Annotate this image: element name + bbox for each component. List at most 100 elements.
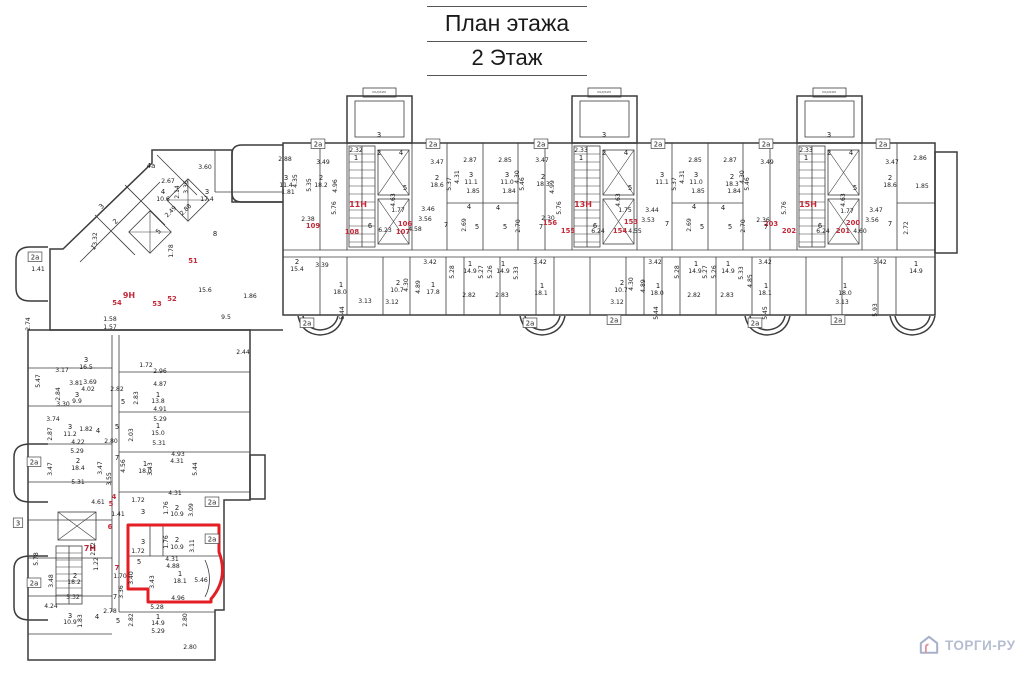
svg-text:7: 7 bbox=[665, 220, 669, 228]
svg-text:2.78: 2.78 bbox=[103, 608, 117, 615]
svg-text:1.76: 1.76 bbox=[163, 501, 170, 515]
svg-text:1: 1 bbox=[764, 282, 768, 290]
svg-text:3: 3 bbox=[469, 171, 473, 179]
svg-text:2.33: 2.33 bbox=[574, 147, 588, 154]
svg-text:5: 5 bbox=[503, 223, 507, 231]
svg-text:154: 154 bbox=[613, 227, 627, 235]
svg-text:4.31: 4.31 bbox=[168, 490, 182, 497]
svg-text:3.43: 3.43 bbox=[147, 462, 154, 476]
svg-text:15Н: 15Н bbox=[799, 200, 817, 209]
svg-text:2.88: 2.88 bbox=[179, 203, 194, 218]
svg-text:3: 3 bbox=[377, 131, 381, 139]
svg-text:18.1: 18.1 bbox=[534, 290, 548, 297]
svg-text:2: 2 bbox=[175, 536, 179, 544]
svg-text:1.75: 1.75 bbox=[618, 207, 632, 214]
svg-text:лоджия: лоджия bbox=[372, 90, 386, 94]
svg-text:2.70: 2.70 bbox=[740, 219, 747, 233]
svg-text:4: 4 bbox=[95, 613, 99, 621]
svg-text:5.46: 5.46 bbox=[194, 577, 208, 584]
svg-text:1.76: 1.76 bbox=[163, 535, 170, 549]
svg-text:2: 2 bbox=[76, 457, 80, 465]
svg-text:3.46: 3.46 bbox=[421, 206, 435, 213]
svg-text:5.37: 5.37 bbox=[671, 177, 678, 191]
svg-text:54: 54 bbox=[112, 299, 122, 307]
svg-text:4.31: 4.31 bbox=[454, 170, 461, 184]
svg-text:3.60: 3.60 bbox=[198, 164, 212, 171]
svg-text:2а: 2а bbox=[762, 141, 771, 149]
svg-text:5: 5 bbox=[403, 184, 407, 192]
svg-text:2.87: 2.87 bbox=[723, 157, 737, 164]
svg-text:2.87: 2.87 bbox=[47, 427, 54, 441]
svg-text:3: 3 bbox=[68, 423, 72, 431]
svg-text:1.72: 1.72 bbox=[139, 362, 153, 369]
svg-text:2.80: 2.80 bbox=[104, 438, 118, 445]
svg-text:107: 107 bbox=[396, 228, 410, 236]
svg-text:16.5: 16.5 bbox=[79, 364, 93, 371]
svg-text:3.49: 3.49 bbox=[760, 159, 774, 166]
svg-text:3.55: 3.55 bbox=[106, 472, 113, 486]
svg-text:5.35: 5.35 bbox=[306, 178, 313, 192]
svg-text:2: 2 bbox=[73, 572, 77, 580]
svg-text:9.5: 9.5 bbox=[221, 314, 231, 321]
svg-text:2а: 2а bbox=[429, 141, 438, 149]
svg-text:2а: 2а bbox=[208, 536, 217, 544]
svg-text:1: 1 bbox=[468, 260, 472, 268]
svg-text:3.30: 3.30 bbox=[56, 401, 70, 408]
svg-text:2.32: 2.32 bbox=[349, 147, 363, 154]
svg-text:1.58: 1.58 bbox=[103, 316, 117, 323]
svg-text:3: 3 bbox=[205, 188, 209, 196]
svg-text:3: 3 bbox=[97, 202, 106, 211]
svg-text:11Н: 11Н bbox=[349, 200, 367, 209]
svg-text:14.9: 14.9 bbox=[909, 268, 923, 275]
svg-text:1.22: 1.22 bbox=[93, 557, 100, 571]
svg-text:3.13: 3.13 bbox=[835, 299, 849, 306]
svg-text:1.41: 1.41 bbox=[31, 266, 45, 273]
svg-text:2.33: 2.33 bbox=[799, 147, 813, 154]
svg-text:3.81: 3.81 bbox=[69, 380, 83, 387]
svg-text:1: 1 bbox=[156, 422, 160, 430]
svg-text:13.8: 13.8 bbox=[151, 398, 165, 405]
svg-text:11.1: 11.1 bbox=[655, 179, 669, 186]
svg-text:3.42: 3.42 bbox=[648, 259, 662, 266]
svg-text:2.85: 2.85 bbox=[498, 157, 512, 164]
svg-text:7: 7 bbox=[888, 220, 892, 228]
svg-text:2.85: 2.85 bbox=[688, 157, 702, 164]
svg-text:1: 1 bbox=[656, 282, 660, 290]
svg-text:5.26: 5.26 bbox=[711, 265, 718, 279]
svg-text:3.11: 3.11 bbox=[189, 539, 196, 553]
svg-text:4.61: 4.61 bbox=[91, 499, 105, 506]
svg-text:2.83: 2.83 bbox=[495, 292, 509, 299]
svg-text:203: 203 bbox=[764, 220, 778, 228]
svg-text:15.4: 15.4 bbox=[290, 266, 304, 273]
svg-text:4: 4 bbox=[399, 149, 403, 157]
svg-text:2.88: 2.88 bbox=[278, 156, 292, 163]
svg-text:1.86: 1.86 bbox=[243, 293, 257, 300]
svg-text:1: 1 bbox=[178, 570, 182, 578]
svg-text:5.31: 5.31 bbox=[71, 479, 85, 486]
svg-text:1: 1 bbox=[501, 260, 505, 268]
svg-text:2а: 2а bbox=[834, 317, 843, 325]
svg-text:1.85: 1.85 bbox=[691, 188, 705, 195]
svg-text:4.91: 4.91 bbox=[153, 406, 167, 413]
svg-text:18.6: 18.6 bbox=[430, 182, 444, 189]
svg-text:4.85: 4.85 bbox=[747, 274, 754, 288]
svg-text:200: 200 bbox=[846, 219, 860, 227]
svg-text:5.47: 5.47 bbox=[35, 374, 42, 388]
svg-text:18.1: 18.1 bbox=[758, 290, 772, 297]
svg-text:1: 1 bbox=[694, 260, 698, 268]
svg-text:1.84: 1.84 bbox=[727, 188, 741, 195]
svg-text:3.44: 3.44 bbox=[645, 207, 659, 214]
svg-text:15.0: 15.0 bbox=[151, 430, 165, 437]
svg-text:7: 7 bbox=[115, 564, 120, 572]
svg-text:1.81: 1.81 bbox=[281, 189, 295, 196]
svg-text:10.9: 10.9 bbox=[170, 544, 184, 551]
svg-text:4.31: 4.31 bbox=[165, 556, 179, 563]
svg-text:1.85: 1.85 bbox=[915, 183, 929, 190]
svg-text:7: 7 bbox=[113, 593, 117, 601]
svg-text:4.63: 4.63 bbox=[390, 193, 397, 207]
svg-text:5.28: 5.28 bbox=[449, 265, 456, 279]
building-walls-group bbox=[13, 87, 958, 661]
svg-text:3.42: 3.42 bbox=[533, 259, 547, 266]
svg-text:5: 5 bbox=[154, 227, 163, 236]
